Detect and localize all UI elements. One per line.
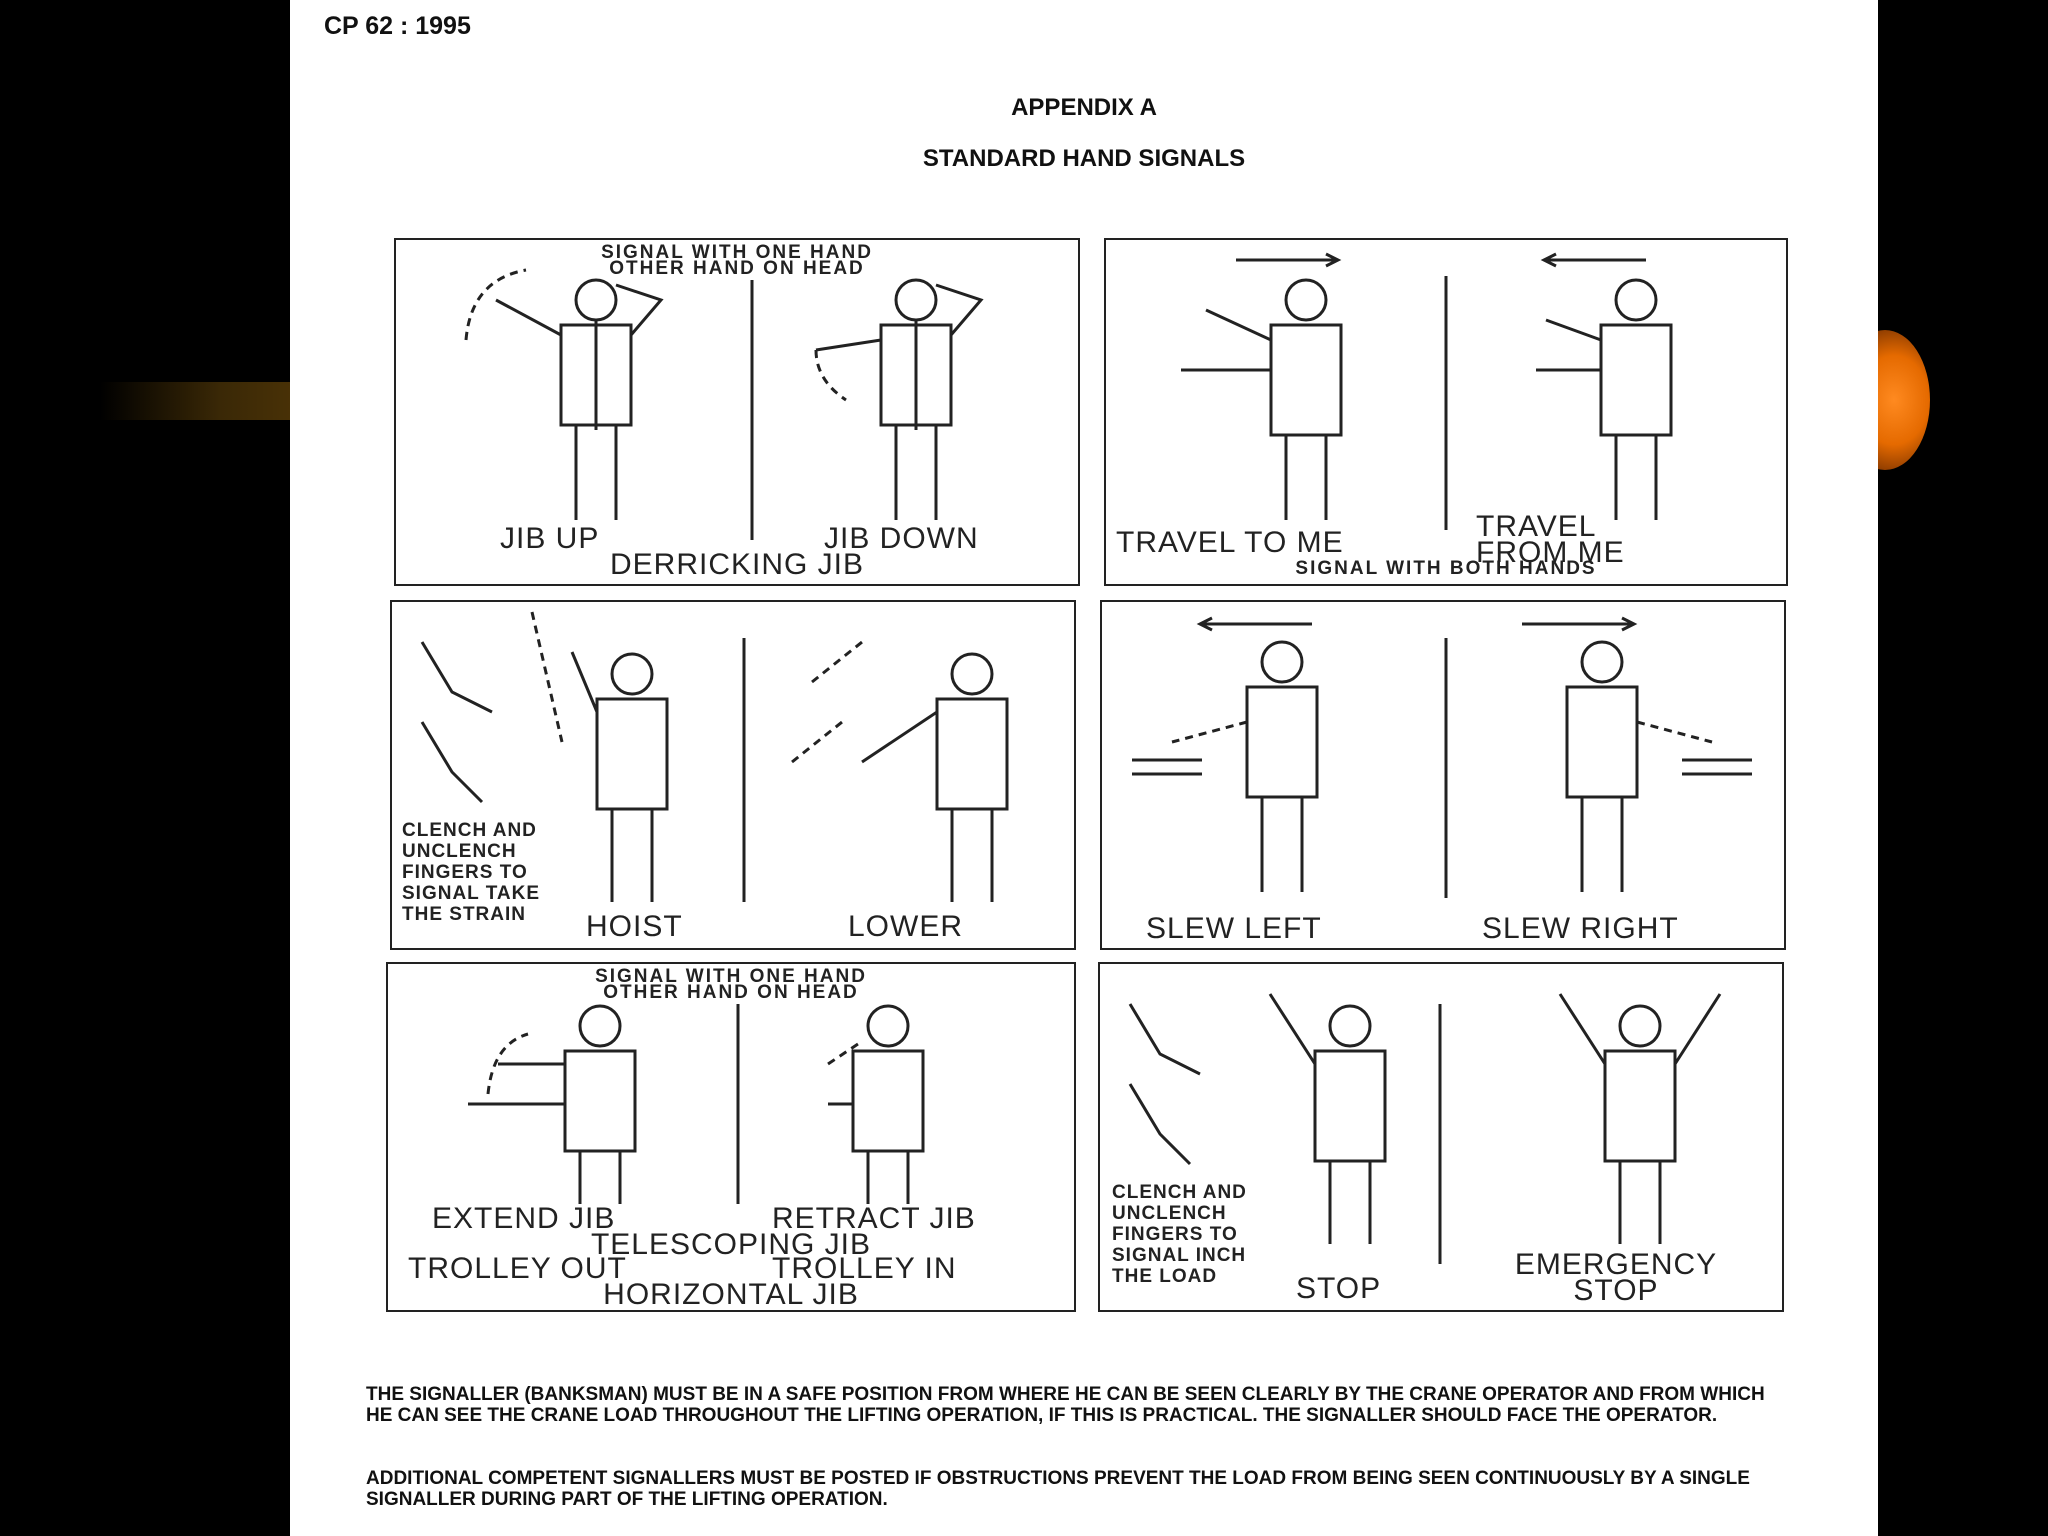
document-page: CP 62 : 1995 APPENDIX A STANDARD HAND SI… — [290, 0, 1878, 1536]
lower-label: LOWER — [848, 910, 963, 944]
stop-note-5: THE LOAD — [1112, 1266, 1217, 1287]
derricking-jib-label: DERRICKING JIB — [396, 548, 1078, 582]
stop-note-2: UNCLENCH — [1112, 1203, 1227, 1224]
stop-note-1: CLENCH AND — [1112, 1182, 1247, 1203]
travel-to-me-label: TRAVEL TO ME — [1116, 526, 1344, 560]
panel-slew: SLEW LEFT SLEW RIGHT — [1100, 600, 1786, 950]
panel-telescoping-jib: SIGNAL WITH ONE HAND OTHER HAND ON HEAD … — [386, 962, 1076, 1312]
hoist-note-5: THE STRAIN — [402, 904, 526, 925]
slew-left-label: SLEW LEFT — [1146, 912, 1322, 946]
slide-decoration-left — [100, 382, 300, 420]
panel-derricking-jib: SIGNAL WITH ONE HAND OTHER HAND ON HEAD … — [394, 238, 1080, 586]
horizontal-jib-label: HORIZONTAL JIB — [388, 1278, 1074, 1312]
stop-label: STOP — [1296, 1272, 1381, 1306]
hoist-note-1: CLENCH AND — [402, 820, 537, 841]
telescoping-note-2: OTHER HAND ON HEAD — [388, 982, 1074, 1004]
appendix-heading: APPENDIX A — [290, 94, 1878, 122]
panel-travel: TRAVEL TO ME TRAVEL FROM ME SIGNAL WITH … — [1104, 238, 1788, 586]
panel-hoist-lower: CLENCH AND UNCLENCH FINGERS TO SIGNAL TA… — [390, 600, 1076, 950]
hoist-label: HOIST — [586, 910, 683, 944]
document-code: CP 62 : 1995 — [324, 12, 471, 41]
travel-note: SIGNAL WITH BOTH HANDS — [1106, 558, 1786, 580]
stop-note-4: SIGNAL INCH — [1112, 1245, 1246, 1266]
stop-note-3: FINGERS TO — [1112, 1224, 1238, 1245]
slew-illustration — [1102, 602, 1784, 948]
slew-right-label: SLEW RIGHT — [1482, 912, 1679, 946]
panel-stop: CLENCH AND UNCLENCH FINGERS TO SIGNAL IN… — [1098, 962, 1784, 1312]
page-title: STANDARD HAND SIGNALS — [290, 145, 1878, 173]
paragraph-additional-signallers: ADDITIONAL COMPETENT SIGNALLERS MUST BE … — [366, 1468, 1786, 1510]
emergency-stop-label-2: STOP — [1450, 1274, 1782, 1308]
hoist-note-3: FINGERS TO — [402, 862, 528, 883]
hoist-note-2: UNCLENCH — [402, 841, 517, 862]
paragraph-signaller-position: THE SIGNALLER (BANKSMAN) MUST BE IN A SA… — [366, 1384, 1786, 1426]
derricking-note-2: OTHER HAND ON HEAD — [396, 258, 1078, 280]
hoist-note-4: SIGNAL TAKE — [402, 883, 540, 904]
